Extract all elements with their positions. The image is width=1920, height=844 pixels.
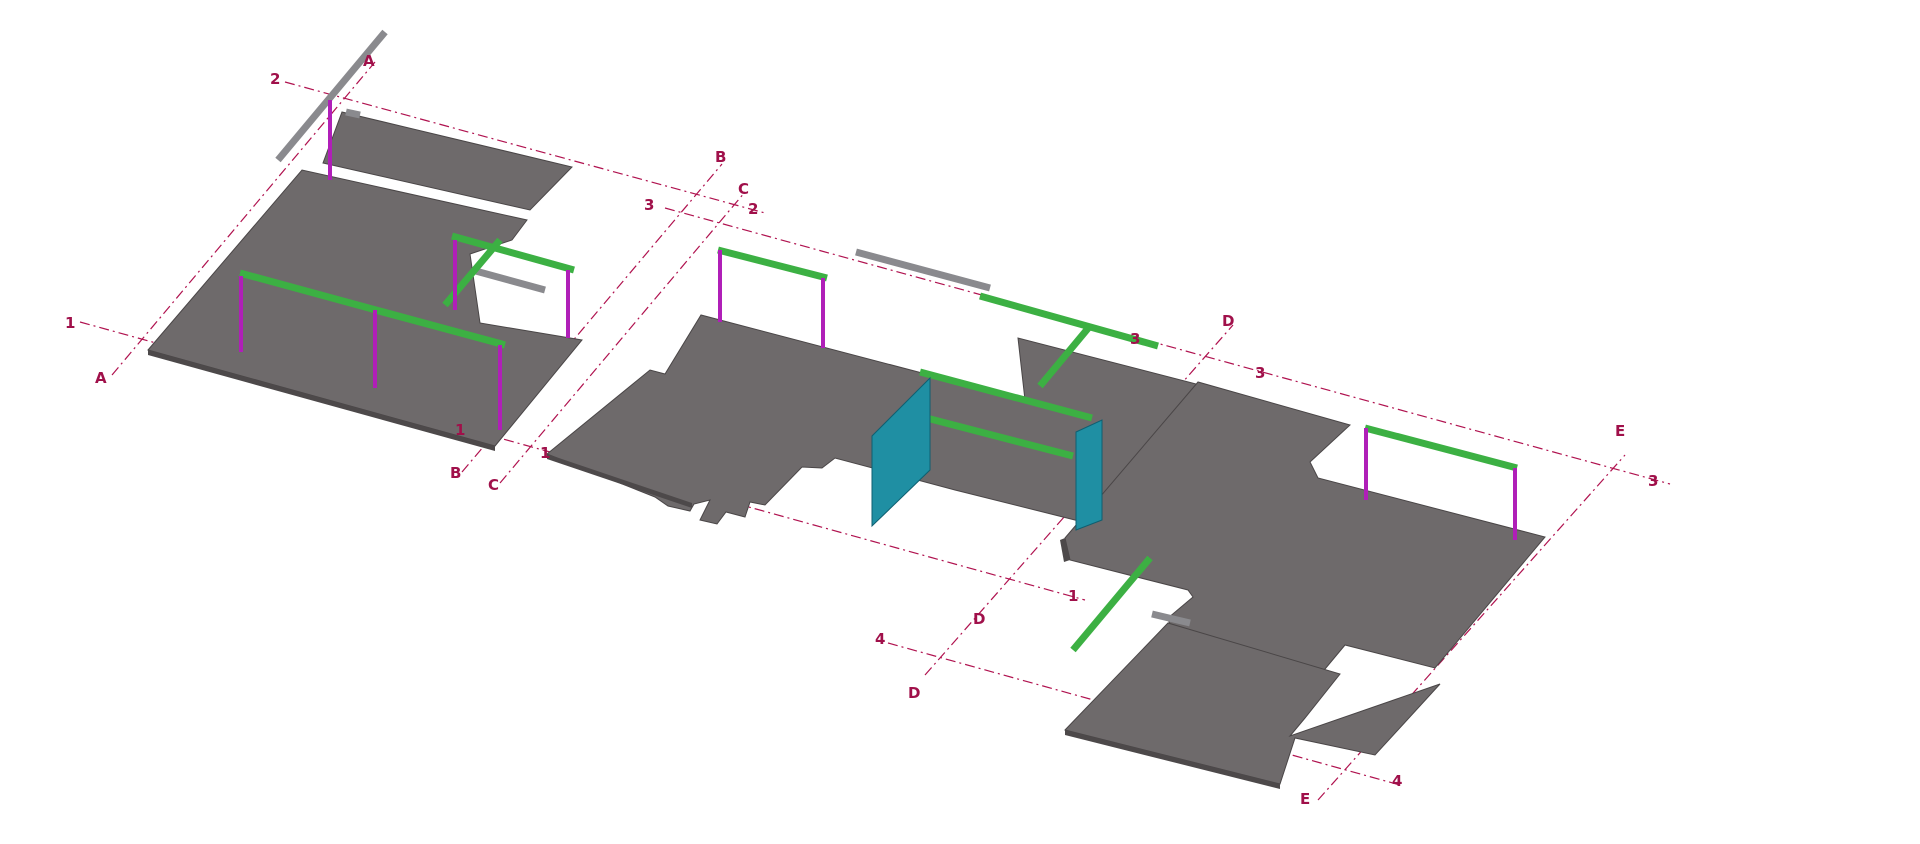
grey-beam-middle-top [855,248,991,292]
grid-label-a-left: A [95,369,107,387]
grid-line-2 [284,81,766,214]
grid-label-c-top: C [738,180,749,198]
columns [239,100,1517,540]
grid-label-2-left: 2 [270,70,280,88]
grey-beam-top-left [275,29,388,163]
slab-right-main [1064,381,1546,676]
green-beam-middle-long [979,292,1159,350]
grid-label-1-left: 1 [65,314,75,332]
grey-beam-right-opening [1151,610,1191,627]
green-beam-middle-diagonal [1037,323,1093,389]
walls [871,376,1103,531]
wall-panel-right [1075,419,1103,531]
slab-right-lower [1064,622,1441,785]
grid-label-d-top: D [1222,312,1234,330]
grid-label-b-bottom: B [450,464,461,482]
green-beam-left-short [451,232,575,274]
grid-label-4-left: 4 [875,630,885,648]
green-beam-wall-mid [914,411,1074,460]
grey-beams [275,29,1191,627]
grid-label-3-right: 3 [1648,472,1658,490]
grid-label-1-mid-a: 1 [455,421,465,439]
grey-beam-slab-edge [345,108,361,119]
grid-labels: A A B B C C D D D E E 1 1 1 1 2 2 3 3 3 … [65,52,1658,808]
grid-label-d-bottom: D [908,684,920,702]
grid-label-2-right: 2 [748,200,758,218]
grid-label-b-top: B [715,148,726,166]
grid-label-d-mid: D [973,610,985,628]
grid-label-4-right: 4 [1392,772,1402,790]
green-beam-right [1364,424,1518,472]
green-beam-wall-top [919,368,1093,422]
grid-label-3-left: 3 [644,196,654,214]
wall-panel-left [871,376,931,528]
grid-label-3-mid-b: 3 [1255,364,1265,382]
slab-middle-edge [547,454,692,508]
grid-label-1-mid-b: 1 [540,444,550,462]
grid-line-3 [664,207,1671,485]
floor-slabs [147,111,1546,789]
green-beam-left-front [374,306,503,348]
grid-label-a-top: A [363,52,375,70]
grid-label-3-mid-a: 3 [1130,330,1140,348]
grid-line-c [499,191,746,484]
green-beam-middle-left [717,246,828,282]
grid-label-1-right: 1 [1068,587,1078,605]
slab-right-edge [1060,538,1070,562]
grid-label-c-bottom: C [488,476,499,494]
grey-beam-left-inner [471,266,546,294]
slab-left-edge [148,350,495,451]
grid-line-e [1317,454,1626,801]
grid-label-e-bottom: E [1300,790,1310,808]
green-beam-lower-diagonal [1070,555,1153,653]
grid-label-e-top: E [1615,422,1625,440]
slab-right-lower-edge [1065,730,1280,789]
